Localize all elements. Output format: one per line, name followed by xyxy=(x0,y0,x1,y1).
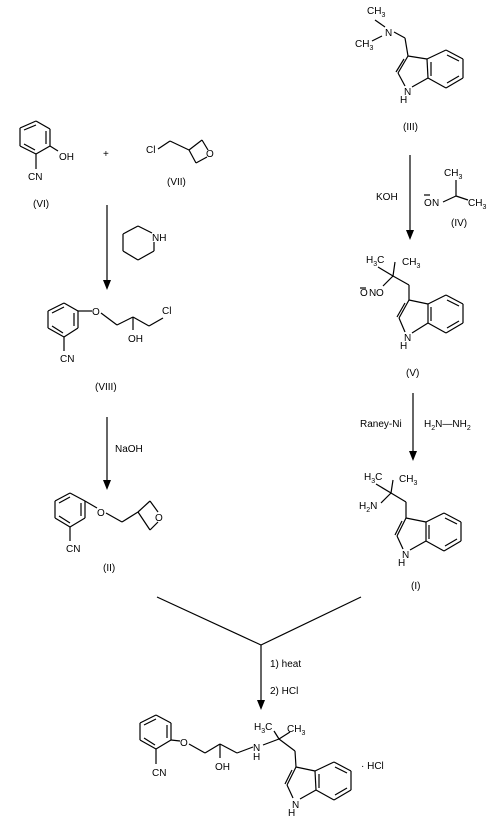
compound-I-label: (I) xyxy=(411,581,420,592)
hydrazine-reagent: H2N—NH2 xyxy=(424,419,471,432)
compound-V: H3C CH3 O N O N H (V) xyxy=(360,255,464,379)
indole-n-label: N xyxy=(292,800,299,811)
step-1-heat: 1) heat xyxy=(270,659,301,670)
indole-h-label: H xyxy=(398,558,405,569)
final-product: O OH N H H3C CH3 CN N H · HCl xyxy=(139,714,384,819)
ether-o-label: O xyxy=(97,508,105,519)
piperidine-catalyst: NH xyxy=(122,225,166,261)
epoxide-o-label: O xyxy=(155,513,163,524)
koh-reagent: KOH xyxy=(376,192,398,203)
nitro-o-label: O xyxy=(424,198,432,209)
compound-VII: Cl O (VII) xyxy=(146,139,214,188)
compound-IV: O N CH3 CH3 (IV) xyxy=(424,168,486,229)
nitro-n-label: N xyxy=(432,198,439,209)
compound-VI-label: (VI) xyxy=(33,199,49,210)
methyl-top-label: CH3 xyxy=(444,168,462,181)
arrow-III-to-V xyxy=(406,155,414,240)
h3c-label: H3C xyxy=(364,472,382,485)
amine-n-label: N xyxy=(253,743,260,754)
indole-n-label: N xyxy=(404,87,411,98)
methyl-right-label: CH3 xyxy=(468,198,486,211)
indole-n-label: N xyxy=(404,333,411,344)
methyl-2-label: CH3 xyxy=(355,39,373,52)
compound-VII-label: (VII) xyxy=(167,177,186,188)
compound-I: H3C CH3 H2N N H (I) xyxy=(359,472,462,592)
ether-o-label: O xyxy=(180,738,188,749)
indole-h-label: H xyxy=(288,808,295,819)
nitro-n-label: N xyxy=(369,288,376,299)
amine-label: H2N xyxy=(359,501,377,514)
hydroxyl-label: OH xyxy=(215,762,230,773)
hydroxyl-label: OH xyxy=(59,152,74,163)
nitrile-label: CN xyxy=(28,172,42,183)
methyl-label: CH3 xyxy=(287,724,305,737)
nitrile-label: CN xyxy=(60,354,74,365)
compound-II: O O CN (II) xyxy=(54,492,163,574)
methyl-1-label: CH3 xyxy=(367,6,385,19)
chlorine-label: Cl xyxy=(146,145,155,156)
arrow-VIII-to-II xyxy=(103,417,111,490)
compound-VIII-label: (VIII) xyxy=(95,382,117,393)
compound-VI: OH CN (VI) xyxy=(19,120,74,210)
methyl-label: CH3 xyxy=(399,474,417,487)
arrow-VI-to-VIII xyxy=(103,205,111,290)
h3c-label: H3C xyxy=(254,722,272,735)
raney-ni-reagent: Raney-Ni xyxy=(360,419,402,430)
nitro-o-label: O xyxy=(360,288,368,299)
nitrile-label: CN xyxy=(66,544,80,555)
ether-o-label: O xyxy=(92,307,100,318)
hydroxyl-label: OH xyxy=(128,334,143,345)
compound-III: CH3 N CH3 N H (III) xyxy=(355,6,464,133)
compound-II-label: (II) xyxy=(103,563,115,574)
epoxide-o-label: O xyxy=(206,149,214,160)
convergent-arrows xyxy=(156,596,362,710)
naoh-reagent: NaOH xyxy=(115,444,143,455)
hcl-salt-label: · HCl xyxy=(361,761,384,772)
compound-III-label: (III) xyxy=(403,122,418,133)
indole-h-label: H xyxy=(400,95,407,106)
plus-sign: + xyxy=(103,149,109,160)
indole-h-label: H xyxy=(400,341,407,352)
arrow-V-to-I xyxy=(409,393,417,461)
compound-IV-label: (IV) xyxy=(451,218,467,229)
amine-n-label: N xyxy=(385,28,392,39)
compound-V-label: (V) xyxy=(406,368,419,379)
step-2-hcl: 2) HCl xyxy=(270,686,298,697)
piperidine-nh-label: NH xyxy=(152,233,166,244)
h3c-label: H3C xyxy=(366,255,384,268)
indole-n-label: N xyxy=(402,550,409,561)
nitro-o2-label: O xyxy=(376,288,384,299)
nitrile-label: CN xyxy=(152,768,166,779)
methyl-label: CH3 xyxy=(402,257,420,270)
compound-VIII: O OH Cl CN (VIII) xyxy=(47,302,171,393)
amine-h-label: H xyxy=(253,752,260,763)
chlorine-label: Cl xyxy=(162,306,171,317)
